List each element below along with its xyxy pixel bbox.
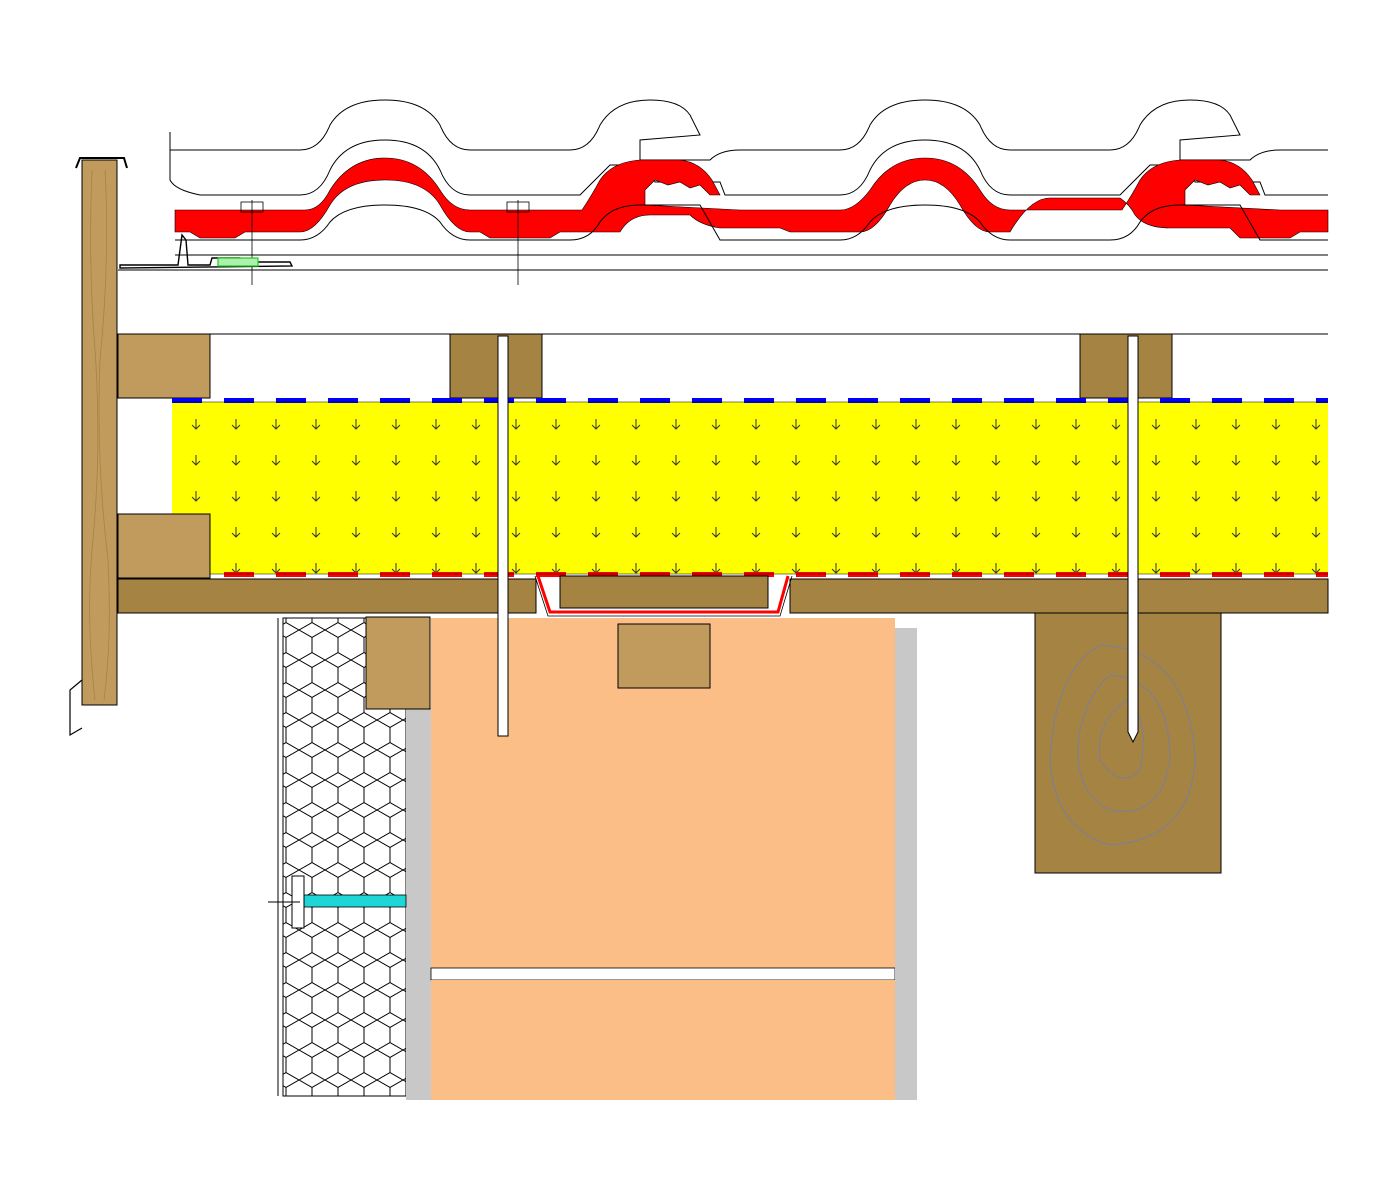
- gutter-board: [559, 575, 769, 609]
- batten-2: [1079, 333, 1173, 399]
- wall-tie: [299, 894, 407, 908]
- insulation-arrows: [172, 402, 1328, 574]
- fascia-top-flashing: [75, 157, 128, 169]
- battens: [117, 333, 1173, 399]
- lintel-block: [617, 623, 711, 689]
- comb-filler: [217, 257, 259, 267]
- screw-left: [497, 335, 509, 737]
- screws: [497, 335, 1139, 744]
- batten-1: [449, 333, 543, 399]
- vapour-top-strip: [172, 398, 1328, 403]
- drip-flashing: [69, 679, 83, 737]
- membrane-bottom-strip: [172, 572, 1328, 577]
- roof-tiles: [169, 99, 1329, 256]
- tile-clips: [119, 200, 530, 285]
- deck-board-right: [789, 578, 1329, 614]
- fascia-grain: [89, 169, 110, 701]
- roof-tile-red: [174, 157, 1329, 239]
- eave-flashing: [119, 233, 294, 269]
- deck-boards: [117, 575, 1329, 617]
- fascia: [69, 157, 128, 737]
- purlin-grain: [1049, 644, 1196, 846]
- inner-render-left: [406, 708, 431, 1100]
- plaster-right: [895, 628, 917, 1100]
- mortar-joint: [430, 967, 896, 981]
- gutter-membrane: [536, 575, 790, 614]
- deck-board-left: [117, 578, 537, 614]
- tile-outline-upper-2: [169, 132, 1328, 196]
- tile-outline-upper: [170, 99, 1328, 161]
- batten-eave: [117, 333, 211, 399]
- wall-plate: [365, 616, 431, 710]
- gutter-membrane-outline: [534, 575, 793, 617]
- masonry-lower: [431, 980, 895, 1100]
- eave-block: [117, 513, 211, 579]
- counter-batten-space: [118, 269, 1328, 335]
- screw-right: [1127, 335, 1139, 744]
- wall: [268, 616, 917, 1100]
- insulation-board: [172, 398, 1328, 577]
- tile-outline-lower: [175, 204, 1328, 241]
